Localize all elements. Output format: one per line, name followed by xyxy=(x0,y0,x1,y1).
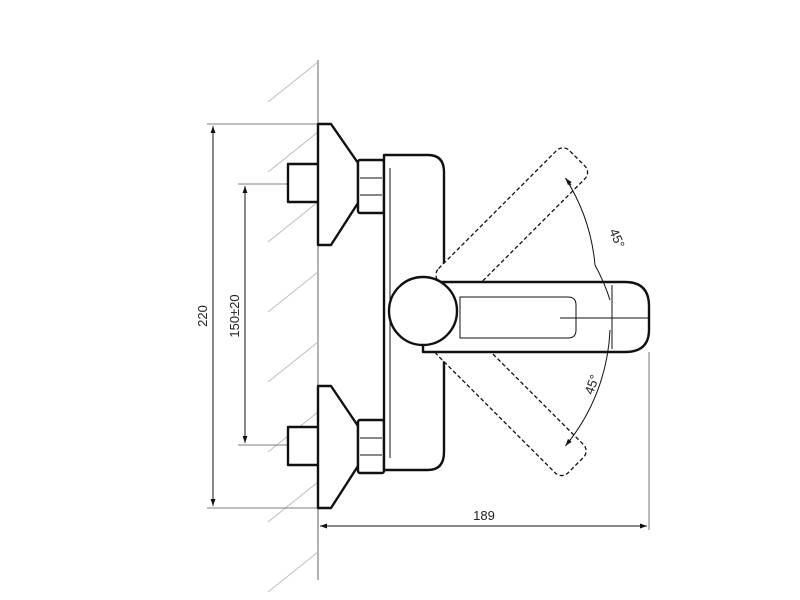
top-nut xyxy=(356,158,386,215)
bottom-flange xyxy=(316,384,360,510)
dimension-lever-angle: 45° 45° xyxy=(565,177,628,447)
top-flange xyxy=(316,122,360,247)
lever-hub xyxy=(387,275,459,347)
lever-handle xyxy=(421,280,651,354)
total-height-label: 220 xyxy=(195,305,210,327)
projection-label: 189 xyxy=(473,508,495,523)
dimension-projection: 189 xyxy=(320,508,647,529)
dimension-total-height: 220 xyxy=(195,126,216,506)
bottom-inlet-assembly xyxy=(286,384,386,510)
extension-lines xyxy=(207,123,650,530)
top-inlet-pipe xyxy=(286,162,322,204)
lever-raised-position xyxy=(435,147,589,301)
lever-lowered-position xyxy=(433,323,587,477)
dimension-inlet-spacing: 150±20 xyxy=(227,186,248,443)
bottom-inlet-pipe xyxy=(286,425,322,467)
wall xyxy=(267,60,319,593)
angle-up-label: 45° xyxy=(606,226,627,250)
bottom-nut xyxy=(356,418,386,475)
top-inlet-assembly xyxy=(286,122,386,247)
angle-down-label: 45° xyxy=(581,373,602,397)
inlet-spacing-label: 150±20 xyxy=(227,294,242,337)
wall-hatching xyxy=(267,61,319,593)
